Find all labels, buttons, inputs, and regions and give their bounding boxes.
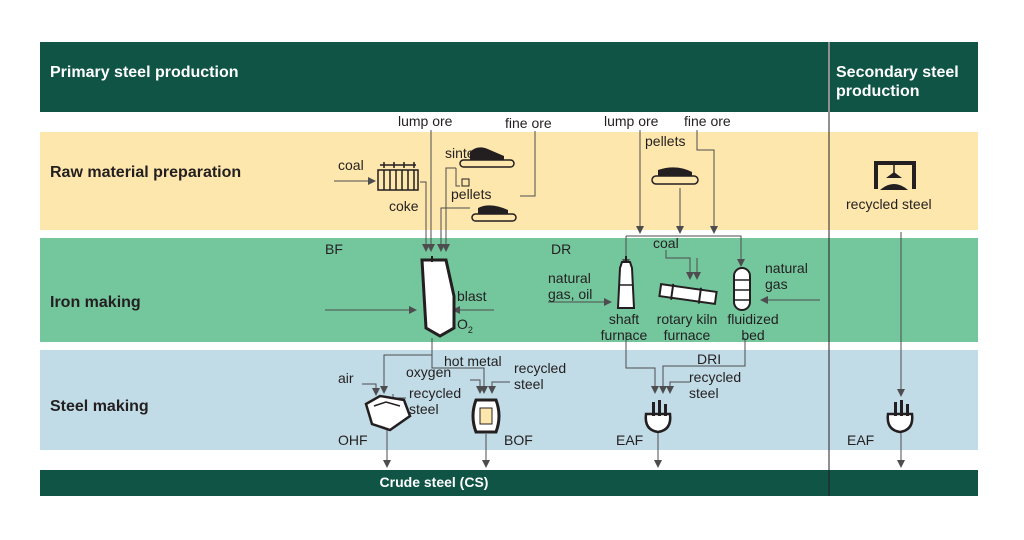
secondary-header — [830, 42, 978, 112]
steel-making-band — [40, 350, 978, 450]
line-dri-2 — [659, 338, 746, 394]
label-lump-ore-1: lump ore — [398, 113, 453, 129]
label-eaf-1: EAF — [616, 432, 644, 448]
label-ohf: OHF — [338, 432, 368, 448]
label-bof: BOF — [504, 432, 533, 448]
line-dr-top — [626, 235, 745, 267]
row-label-steel: Steel making — [50, 398, 149, 415]
row-label-iron: Iron making — [50, 294, 141, 311]
label-o2-sub: 2 — [467, 324, 473, 335]
label-fine-ore-2: fine ore — [684, 113, 731, 129]
label-oxygen: oxygen — [406, 364, 452, 380]
coke-oven-icon — [377, 162, 419, 191]
line-coal-rk — [665, 250, 694, 280]
label-o2-base: O — [457, 316, 468, 332]
fluidized-bed-icon — [733, 267, 751, 311]
line-dri — [625, 332, 659, 394]
label-dri: DRI — [697, 351, 722, 367]
label-o2: O2 — [457, 316, 473, 338]
line-sinter-bf — [442, 167, 456, 252]
label-coke: coke — [389, 198, 419, 214]
crude-steel-footer — [40, 470, 978, 496]
label-lump-ore-2: lump ore — [604, 113, 659, 129]
label-natural-gas-oil: natural gas, oil — [548, 270, 593, 302]
label-natural-gas: natural gas — [765, 260, 808, 292]
label-hot-metal: hot metal — [444, 353, 502, 369]
line-fine-ore — [520, 131, 536, 197]
label-coal-2: coal — [653, 235, 679, 251]
label-pellets-2: pellets — [645, 133, 686, 149]
iron-making-band — [40, 238, 978, 342]
label-recycled-steel-3: recycled steel — [689, 369, 742, 401]
primary-header-title: Primary steel production — [50, 64, 239, 81]
secondary-header-title: Secondary steel production — [836, 64, 959, 100]
line-oxygen — [470, 379, 484, 394]
label-fluidized-bed: fluidized bed — [727, 311, 779, 343]
line-sinter-loop — [455, 168, 460, 187]
dr-pellets-icon — [651, 167, 699, 185]
label-sinter: sinter — [445, 145, 480, 161]
line-hot-metal-bof — [431, 355, 488, 394]
label-air: air — [338, 370, 354, 386]
bof-icon — [471, 398, 501, 434]
crude-steel-label: Crude steel (CS) — [379, 474, 489, 490]
label-recycled-steel-1: recycled steel — [409, 385, 462, 417]
label-shaft-furnace: shaft furnace — [600, 311, 648, 343]
line-recycled-bof — [488, 381, 510, 394]
eaf-icon — [644, 400, 672, 434]
label-recycled-steel-2: recycled steel — [514, 360, 567, 392]
arrow-coke-bf — [420, 181, 430, 252]
label-rotary-kiln-furnace: rotary kiln furnace — [656, 311, 718, 343]
row-label-raw: Raw material preparation — [50, 164, 242, 181]
label-pellets-1: pellets — [451, 186, 492, 202]
label-fine-ore-1: fine ore — [505, 115, 552, 131]
blast-furnace-icon — [420, 256, 456, 338]
label-recycled-steel-secondary: recycled steel — [846, 196, 932, 212]
eaf-icon-secondary — [886, 400, 914, 434]
shaft-furnace-icon — [616, 256, 636, 309]
rotary-kiln-icon — [658, 283, 718, 305]
label-dr: DR — [551, 241, 572, 257]
label-coal-1: coal — [338, 157, 364, 173]
label-eaf-2: EAF — [847, 432, 875, 448]
line-hot-metal — [380, 338, 433, 394]
sinter-belt-icon — [459, 147, 515, 187]
label-blast: blast — [457, 288, 487, 304]
line-fine-ore-2 — [696, 130, 718, 234]
scrap-crane-icon — [874, 161, 916, 190]
primary-header — [40, 42, 828, 112]
line-pellets-bf — [437, 207, 470, 252]
line-air — [362, 383, 380, 396]
label-bf: BF — [325, 241, 343, 257]
pellets-belt-icon — [471, 205, 517, 222]
ohf-icon — [364, 394, 412, 432]
line-recycled-eaf — [666, 381, 690, 394]
